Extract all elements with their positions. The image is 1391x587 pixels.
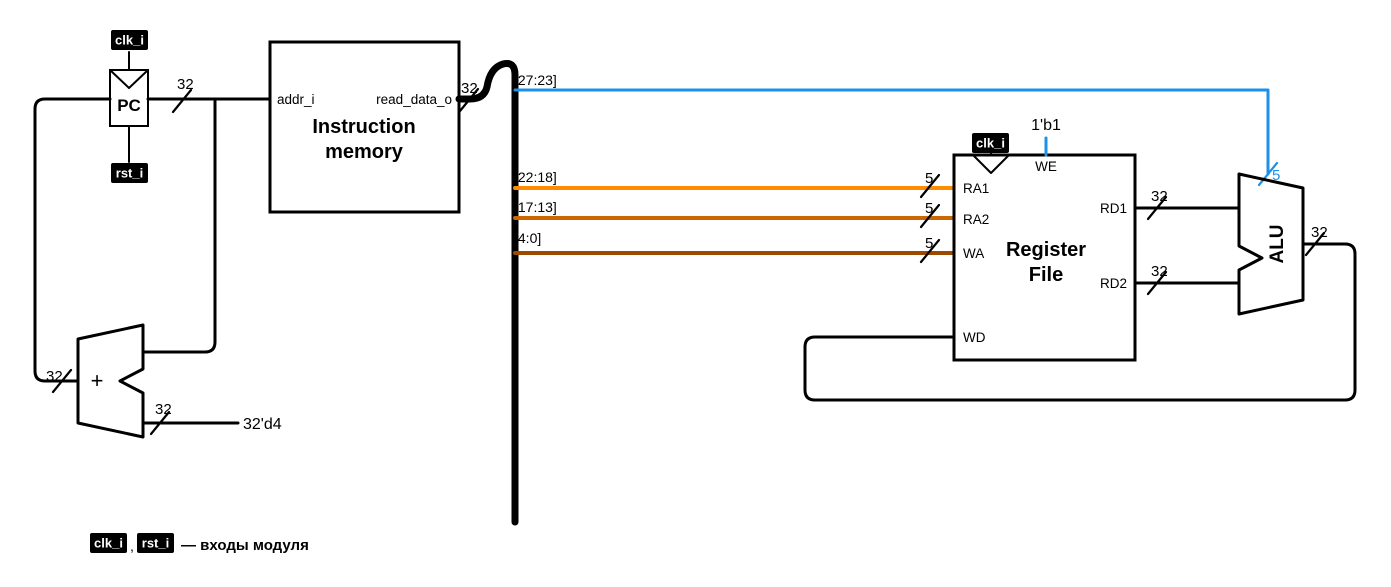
adder-to-pc-feedback-wire xyxy=(33,97,112,383)
imem-label-line2: memory xyxy=(325,141,404,163)
pc-block-group[interactable]: PC clk_i rst_i xyxy=(109,30,149,183)
rd1-width-label: 32 xyxy=(1151,188,1168,205)
pc-clk-pin: clk_i xyxy=(111,30,148,50)
ra1-width-label: 5 xyxy=(925,170,933,187)
adder-block[interactable] xyxy=(76,323,145,439)
legend-rst-pin-label: rst_i xyxy=(142,536,169,551)
regfile-we-port-label: WE xyxy=(1035,159,1057,174)
regfile-rd1-port-label: RD1 xyxy=(1100,201,1127,216)
adder-group[interactable]: + xyxy=(76,323,145,439)
ra1-width-slash xyxy=(919,173,941,199)
rd1-width-slash xyxy=(1146,195,1168,221)
adder-out-width-slash xyxy=(51,368,73,394)
regfile-wa-port-label: WA xyxy=(963,246,984,261)
pc-out-width-slash xyxy=(171,88,193,114)
alu-out-width-slash xyxy=(1304,231,1326,257)
alu-out-width-label: 32 xyxy=(1311,224,1328,241)
pc-clk-pin-box xyxy=(111,30,148,50)
rd2-width-slash xyxy=(1146,270,1168,296)
pc-clk-pin-label: clk_i xyxy=(115,33,144,48)
imem-out-width-label: 32 xyxy=(461,80,478,97)
imem-readdata-port-label: read_data_o xyxy=(376,92,452,107)
pc-rst-pin-box xyxy=(111,163,148,183)
imem-out-width-slash xyxy=(458,87,480,113)
alu-ctrl-width-slash xyxy=(1257,161,1279,187)
legend-clk-pin-box xyxy=(90,533,127,553)
ra2-width-slash xyxy=(919,203,941,229)
register-file-block[interactable] xyxy=(952,153,1137,362)
alu-group[interactable]: ALU xyxy=(1237,172,1305,316)
pc-label: PC xyxy=(117,96,141,115)
adder-const-width-label: 32 xyxy=(155,401,172,418)
pc-out-width-label: 32 xyxy=(177,76,194,93)
legend-group: clk_i , rst_i — входы модуля xyxy=(90,533,309,554)
regfile-clk-pin-label: clk_i xyxy=(976,136,1005,151)
rd2-width-label: 32 xyxy=(1151,263,1168,280)
ra2-width-label: 5 xyxy=(925,200,933,217)
pc-rst-pin-label: rst_i xyxy=(116,166,143,181)
instruction-memory-block[interactable] xyxy=(268,40,461,214)
regfile-we-constant: 1'b1 xyxy=(1031,117,1061,134)
imem-addr-port-label: addr_i xyxy=(277,92,315,107)
slice-27-23-label: [27:23] xyxy=(514,72,557,88)
slice-27-23-wire xyxy=(513,88,1270,176)
regfile-ra2-port-label: RA2 xyxy=(963,212,989,227)
instruction-memory-group[interactable]: addr_i read_data_o Instruction memory xyxy=(268,40,461,214)
slice-4-0-group: [4:0] 5 xyxy=(513,230,956,264)
slice-17-13-group: [17:13] 5 xyxy=(513,199,956,229)
register-file-group[interactable]: clk_i 1'b1 WE RA1 RA2 WA WD Register Fil… xyxy=(952,117,1137,362)
regfile-clock-triangle-icon xyxy=(972,154,1010,174)
wa-width-label: 5 xyxy=(925,235,933,252)
imem-label-line1: Instruction xyxy=(312,116,415,138)
regfile-rd2-port-label: RD2 xyxy=(1100,276,1127,291)
legend-rst-pin-box xyxy=(137,533,174,553)
alu-ctrl-width-label: 5 xyxy=(1272,167,1280,184)
slice-22-18-label: [22:18] xyxy=(514,169,557,185)
pc-clock-triangle-icon xyxy=(109,69,149,89)
alu-block[interactable] xyxy=(1237,172,1305,316)
adder-out-width-label: 32 xyxy=(46,368,63,385)
regfile-ra1-port-label: RA1 xyxy=(963,181,989,196)
pc-to-adder-branch-wire xyxy=(141,97,217,354)
regfile-wd-port-label: WD xyxy=(963,330,986,345)
adder-label: + xyxy=(91,368,104,393)
regfile-clk-pin-box xyxy=(972,133,1009,153)
slice-22-18-group: [22:18] 5 xyxy=(513,169,956,199)
regfile-clk-pin: clk_i xyxy=(972,133,1009,153)
wa-width-slash xyxy=(919,238,941,264)
slice-4-0-label: [4:0] xyxy=(514,230,541,246)
regfile-label-line1: Register xyxy=(1006,239,1086,261)
legend-clk-pin-label: clk_i xyxy=(94,536,123,551)
instruction-bus-main xyxy=(455,60,519,526)
slice-17-13-label: [17:13] xyxy=(514,199,557,215)
adder-const-width-slash xyxy=(149,410,171,436)
legend-separator: , xyxy=(130,538,134,554)
pc-rst-pin: rst_i xyxy=(111,163,148,183)
alu-label: ALU xyxy=(1267,224,1288,263)
legend-text: — входы модуля xyxy=(181,537,309,554)
adder-constant-label: 32'd4 xyxy=(243,416,282,433)
slice-27-23-group: [27:23] 5 xyxy=(513,72,1280,187)
alu-out-to-wd-feedback-wire xyxy=(803,242,1357,402)
regfile-label-line2: File xyxy=(1029,264,1063,286)
